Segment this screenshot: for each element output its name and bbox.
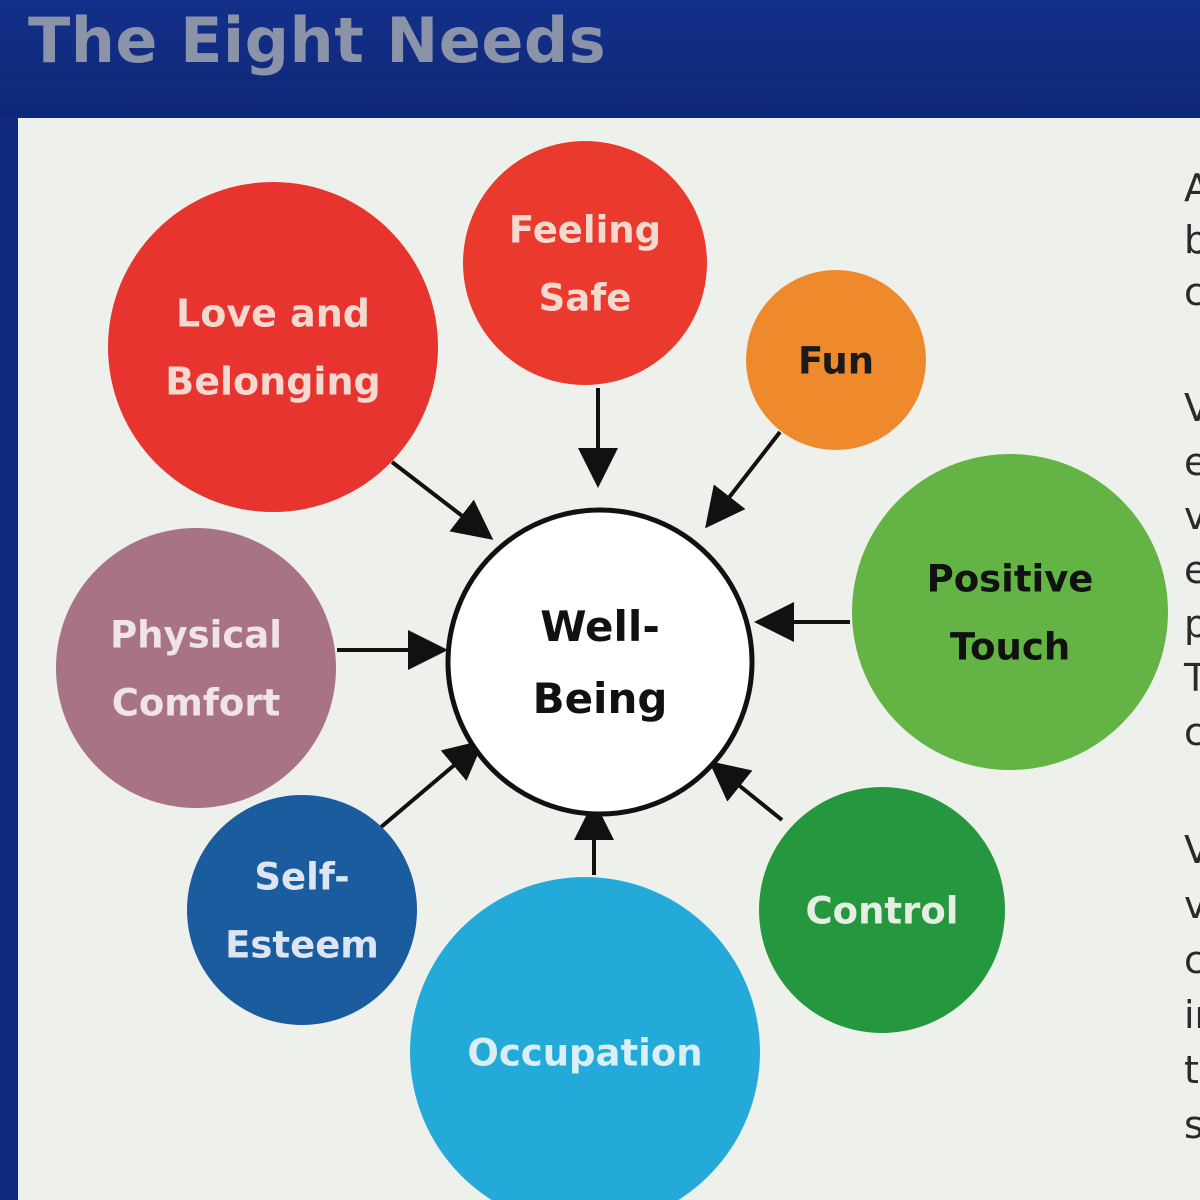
- cropped-text-fragment: V: [1184, 386, 1200, 430]
- cropped-text-fragment: c: [1184, 710, 1200, 754]
- cropped-text-fragment: v: [1184, 883, 1200, 927]
- cropped-text-fragment: s: [1184, 1103, 1200, 1147]
- cropped-text-fragment: e: [1184, 548, 1200, 592]
- cropped-text-fragment: T: [1184, 656, 1200, 700]
- cropped-body-text: AbcVevepTcVvcirts: [1172, 118, 1200, 1200]
- arrows-layer: [337, 388, 850, 875]
- cropped-text-fragment: V: [1184, 828, 1200, 872]
- self-esteem-circle: [187, 795, 417, 1025]
- fun-circle: [746, 270, 926, 450]
- physical-comfort-circle: [56, 528, 336, 808]
- feeling-safe-label-line-2: Safe: [539, 276, 632, 319]
- page-title: The Eight Needs: [28, 4, 607, 77]
- arrow-fun-to-wellbeing: [705, 430, 782, 529]
- self-esteem-node: Self- Esteem: [187, 795, 417, 1025]
- physical-comfort-label-line-1: Physical: [110, 613, 282, 656]
- cropped-text-fragment: c: [1184, 938, 1200, 982]
- feeling-safe-label-line-1: Feeling: [509, 208, 661, 251]
- nodes-layer: Love andBelongingFeelingSafeFunPositiveT…: [56, 141, 1168, 1200]
- feeling-safe-circle: [463, 141, 707, 385]
- positive-touch-circle: [852, 454, 1168, 770]
- occupation-node: Occupation: [410, 877, 760, 1200]
- fun-label-line-1: Fun: [798, 339, 874, 382]
- physical-comfort-label-line-2: Comfort: [112, 681, 281, 724]
- control-circle: [759, 787, 1005, 1033]
- control-node: Control: [759, 787, 1005, 1033]
- center-layer: Well- Being: [445, 507, 755, 817]
- arrow-control-to-wellbeing: [708, 760, 784, 822]
- cropped-text-fragment: c: [1184, 270, 1200, 314]
- positive-touch-label-line-2: Touch: [950, 625, 1070, 668]
- cropped-text-fragment: b: [1184, 218, 1200, 262]
- occupation-circle: [410, 877, 760, 1200]
- love-and-belonging-label-line-1: Love and: [176, 292, 370, 336]
- title-bar: The Eight Needs: [0, 0, 1200, 118]
- fun-node: Fun: [746, 270, 926, 450]
- wellbeing-label-line-1: Well-: [540, 602, 660, 651]
- occupation-label-line-1: Occupation: [467, 1031, 702, 1074]
- cropped-text-fragment: v: [1184, 494, 1200, 538]
- self-esteem-label-line-1: Self-: [254, 855, 349, 898]
- love-and-belonging-label-line-2: Belonging: [165, 360, 380, 404]
- cropped-text-fragment: A: [1184, 166, 1200, 210]
- cropped-text-fragment: t: [1184, 1048, 1199, 1092]
- control-label-line-1: Control: [806, 889, 959, 932]
- cropped-text-fragment: p: [1184, 602, 1200, 646]
- wellbeing-label-line-2: Being: [533, 674, 668, 723]
- self-esteem-label-line-2: Esteem: [225, 923, 379, 966]
- wellbeing-circle: [445, 507, 755, 817]
- cropped-text-fragment: e: [1184, 440, 1200, 484]
- love-and-belonging-circle: [108, 182, 438, 512]
- cropped-text-fragment: ir: [1184, 993, 1200, 1037]
- arrow-love-and-belonging-to-wellbeing: [390, 460, 494, 540]
- positive-touch-label-line-1: Positive: [927, 557, 1094, 600]
- wellbeing-node: Well- Being: [445, 507, 755, 817]
- arrow-self-esteem-to-wellbeing: [378, 739, 485, 830]
